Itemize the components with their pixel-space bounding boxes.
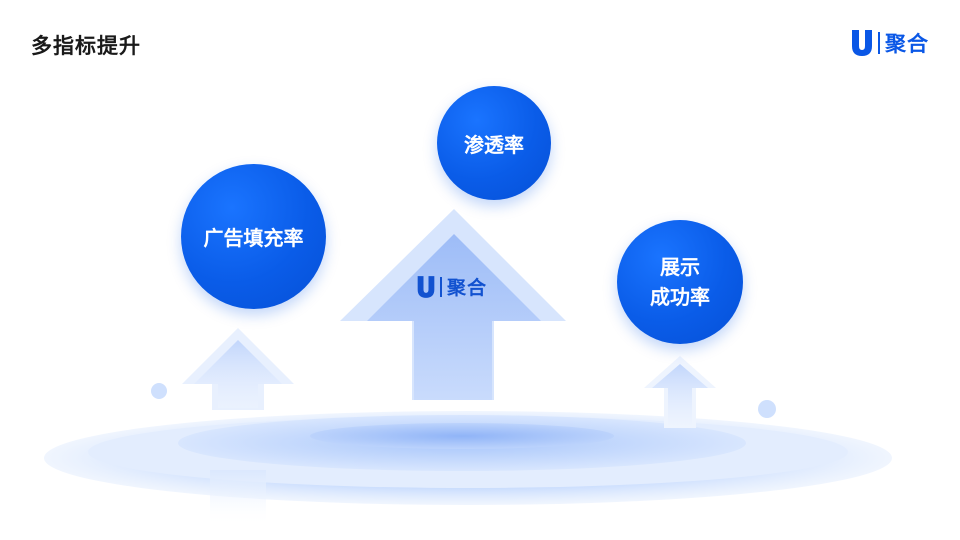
ripple-ring-inner bbox=[310, 423, 614, 449]
metric-label: 渗透率 bbox=[464, 132, 524, 157]
brand-logo: 聚合 bbox=[850, 28, 929, 58]
metric-penetration-rate: 渗透率 bbox=[437, 86, 551, 200]
center-arrow-u-icon bbox=[417, 275, 435, 298]
right-arrow bbox=[644, 356, 716, 428]
center-arrow-brand: 聚合 bbox=[447, 277, 488, 299]
brand-u-icon bbox=[852, 30, 872, 56]
center-arrow-logo: 聚合 bbox=[416, 273, 487, 300]
left-arrow-reflection bbox=[210, 470, 266, 526]
page-title: 多指标提升 bbox=[31, 34, 141, 58]
center-arrow bbox=[340, 209, 566, 400]
brand-name: 聚合 bbox=[885, 32, 929, 56]
metric-label: 广告填充率 bbox=[203, 226, 304, 250]
metric-label-line-2: 成功率 bbox=[650, 285, 710, 309]
left-arrow bbox=[182, 328, 294, 410]
metric-ad-fill-rate: 广告填充率 bbox=[181, 164, 326, 309]
metric-display-success-rate: 展示 成功率 bbox=[617, 220, 743, 344]
center-arrow-separator bbox=[440, 276, 442, 297]
bubble-left bbox=[151, 383, 167, 399]
brand-separator bbox=[878, 32, 880, 54]
bubble-right bbox=[758, 400, 776, 418]
metric-label-line-1: 展示 bbox=[660, 255, 700, 279]
